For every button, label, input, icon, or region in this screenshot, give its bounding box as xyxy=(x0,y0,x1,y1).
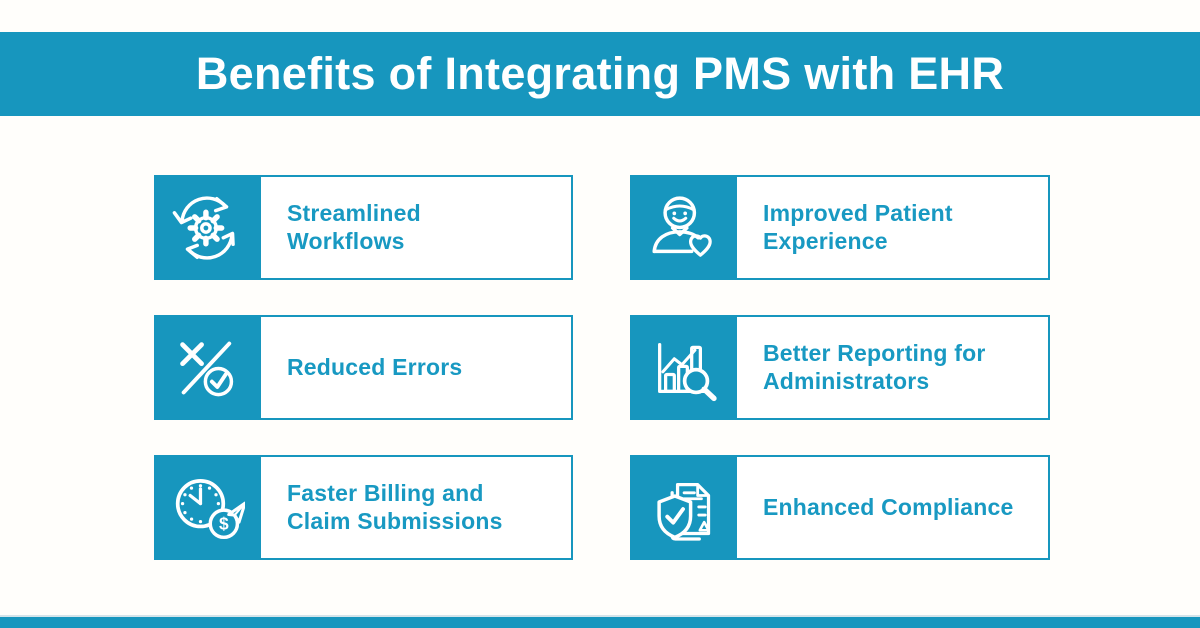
benefit-label-box: Faster Billing and Claim Submissions xyxy=(259,455,573,560)
footer-accent-bar xyxy=(0,615,1200,628)
benefit-label-box: Reduced Errors xyxy=(259,315,573,420)
benefit-label: Better Reporting for Administrators xyxy=(763,339,986,394)
benefit-card-reduced-errors: Reduced Errors xyxy=(154,315,573,420)
benefit-card-faster-billing: $ Faster Billing and Claim Submissions xyxy=(154,455,573,560)
benefit-card-improved-patient-experience: Improved Patient Experience xyxy=(630,175,1050,280)
benefit-card-streamlined-workflows: Streamlined Workflows xyxy=(154,175,573,280)
benefit-label: Streamlined Workflows xyxy=(287,199,421,254)
icon-tile xyxy=(630,175,735,280)
benefit-label-box: Improved Patient Experience xyxy=(735,175,1050,280)
icon-tile: $ xyxy=(154,455,259,560)
svg-text:$: $ xyxy=(219,513,229,533)
benefit-label: Improved Patient Experience xyxy=(763,199,953,254)
icon-tile xyxy=(630,315,735,420)
benefit-card-better-reporting: Better Reporting for Administrators xyxy=(630,315,1050,420)
benefit-label: Faster Billing and Claim Submissions xyxy=(287,479,503,534)
benefit-label: Reduced Errors xyxy=(287,353,463,380)
benefit-label-box: Streamlined Workflows xyxy=(259,175,573,280)
icon-tile xyxy=(154,175,259,280)
shield-document-icon xyxy=(656,482,710,541)
cross-check-icon xyxy=(179,341,233,396)
header-banner: Benefits of Integrating PMS with EHR xyxy=(0,32,1200,116)
benefits-grid: Streamlined Workflows xyxy=(154,175,1050,560)
benefit-label-box: Better Reporting for Administrators xyxy=(735,315,1050,420)
benefit-label-box: Enhanced Compliance xyxy=(735,455,1050,560)
benefit-card-enhanced-compliance: Enhanced Compliance xyxy=(630,455,1050,560)
page-title: Benefits of Integrating PMS with EHR xyxy=(195,48,1005,99)
icon-tile xyxy=(154,315,259,420)
clock-dollar-send-icon: $ xyxy=(175,478,245,539)
benefit-label: Enhanced Compliance xyxy=(763,493,1014,520)
sync-gear-icon xyxy=(172,195,235,260)
patient-heart-icon xyxy=(651,195,712,257)
icon-tile xyxy=(630,455,735,560)
chart-magnifier-icon xyxy=(657,342,717,401)
